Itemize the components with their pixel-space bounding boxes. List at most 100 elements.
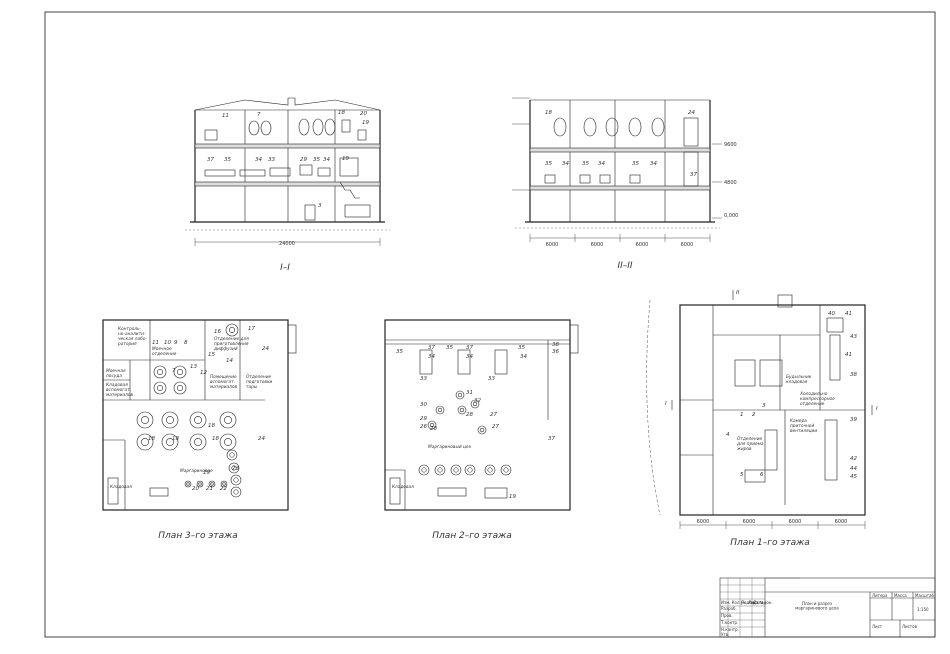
svg-text:24: 24 xyxy=(258,436,265,442)
svg-text:24: 24 xyxy=(262,346,269,352)
svg-text:Маргариновое: Маргариновое xyxy=(180,468,213,474)
svg-text:37: 37 xyxy=(428,345,435,351)
svg-text:11: 11 xyxy=(222,113,229,119)
svg-text:29: 29 xyxy=(420,416,427,422)
svg-text:18: 18 xyxy=(172,436,179,442)
floor-3-tank-inner xyxy=(166,438,174,446)
svg-text:37: 37 xyxy=(548,436,555,442)
floor-3-pump-inner xyxy=(186,482,190,486)
floor-3-tank-inner xyxy=(229,326,236,333)
floor-3-tank-inner xyxy=(166,416,174,424)
svg-text:0,000: 0,000 xyxy=(724,213,738,219)
title-block xyxy=(719,577,936,638)
floor-3-pump xyxy=(196,480,204,488)
floor-3-cooler-inner xyxy=(233,489,239,495)
floor-2-votator xyxy=(434,464,446,476)
svg-text:Разраб.: Разраб. xyxy=(721,606,737,611)
svg-text:32: 32 xyxy=(474,398,481,404)
svg-text:19: 19 xyxy=(509,494,516,500)
svg-text:28: 28 xyxy=(466,412,473,418)
floor-3-tank xyxy=(136,433,154,451)
svg-text:6: 6 xyxy=(760,472,764,478)
floor-3-tank xyxy=(161,433,179,451)
floor-2-unit-inner xyxy=(457,392,463,398)
floor-2-votator xyxy=(418,464,430,476)
floor-3-tank-inner xyxy=(224,416,232,424)
svg-text:6000: 6000 xyxy=(591,242,604,248)
floor-3-tank xyxy=(173,365,187,379)
svg-text:6000: 6000 xyxy=(636,242,649,248)
svg-text:6000: 6000 xyxy=(789,519,802,525)
svg-text:2: 2 xyxy=(752,412,756,418)
floor-3-pump xyxy=(208,480,216,488)
svg-text:6000: 6000 xyxy=(546,242,559,248)
floor-2-plan xyxy=(384,319,579,511)
svg-text:31: 31 xyxy=(466,390,473,396)
svg-text:17: 17 xyxy=(248,326,255,332)
svg-text:Кладовая: Кладовая xyxy=(392,484,414,490)
svg-text:Дата: Дата xyxy=(753,600,764,605)
floor-2-unit xyxy=(427,420,437,430)
svg-text:34: 34 xyxy=(466,354,473,360)
svg-text:13: 13 xyxy=(190,364,197,370)
svg-text:Утв.: Утв. xyxy=(721,632,729,637)
svg-text:18: 18 xyxy=(148,436,155,442)
svg-text:24: 24 xyxy=(688,110,695,116)
svg-text:23: 23 xyxy=(232,466,239,472)
svg-text:22: 22 xyxy=(220,486,227,492)
svg-text:I: I xyxy=(876,406,878,412)
floor-3-labels: Контроль-но-аналити-ческая лабо-ратория … xyxy=(106,326,273,490)
section-2-view xyxy=(512,97,722,242)
floor-2-unit xyxy=(477,425,487,435)
svg-text:10: 10 xyxy=(164,340,171,346)
svg-text:7: 7 xyxy=(172,368,176,374)
floor-3-cooler xyxy=(226,449,238,461)
floor-3-cooler xyxy=(230,474,242,486)
svg-text:20: 20 xyxy=(360,111,367,117)
svg-text:34: 34 xyxy=(598,161,605,167)
svg-text:35: 35 xyxy=(518,345,525,351)
svg-text:Кладовая: Кладовая xyxy=(110,484,132,490)
floor-2-votator-inner xyxy=(487,467,493,473)
svg-text:35: 35 xyxy=(396,349,403,355)
section-2-levels: 9600 4800 0,000 xyxy=(724,142,738,219)
floor-2-caption: План 2–го этажа xyxy=(432,531,511,541)
svg-text:37: 37 xyxy=(466,345,473,351)
svg-text:II: II xyxy=(736,290,740,296)
svg-text:33: 33 xyxy=(420,376,427,382)
svg-text:27: 27 xyxy=(490,412,497,418)
svg-text:30: 30 xyxy=(420,402,427,408)
floor-2-votator xyxy=(464,464,476,476)
floor-3-tank xyxy=(189,411,207,429)
svg-text:14: 14 xyxy=(226,358,233,364)
svg-text:I: I xyxy=(665,401,667,407)
svg-text:18: 18 xyxy=(208,423,215,429)
svg-text:34: 34 xyxy=(255,157,262,163)
svg-text:Листов: Листов xyxy=(902,624,918,629)
svg-text:Масса: Масса xyxy=(894,593,907,598)
floor-3-tank xyxy=(153,365,167,379)
floor-1-plan xyxy=(646,290,873,529)
svg-text:27: 27 xyxy=(492,424,499,430)
floor-2-unit xyxy=(470,399,480,409)
floor-3-cooler xyxy=(230,486,242,498)
svg-text:34: 34 xyxy=(650,161,657,167)
floor-2-votator-inner xyxy=(503,467,509,473)
svg-text:37: 37 xyxy=(207,157,214,163)
svg-text:6000: 6000 xyxy=(681,242,694,248)
section-2-spans: 6000 6000 6000 6000 xyxy=(546,242,694,248)
svg-text:Контроль-но-аналити-ческая лаб: Контроль-но-аналити-ческая лабо-ратория xyxy=(117,326,147,347)
floor-1-dimensions: 6000 6000 6000 6000 xyxy=(697,519,848,525)
svg-text:9: 9 xyxy=(174,340,178,346)
svg-text:1:150: 1:150 xyxy=(917,607,929,612)
floor-3-tank-inner xyxy=(194,416,202,424)
floor-3-tank-inner xyxy=(157,368,164,375)
svg-text:38: 38 xyxy=(552,342,559,348)
